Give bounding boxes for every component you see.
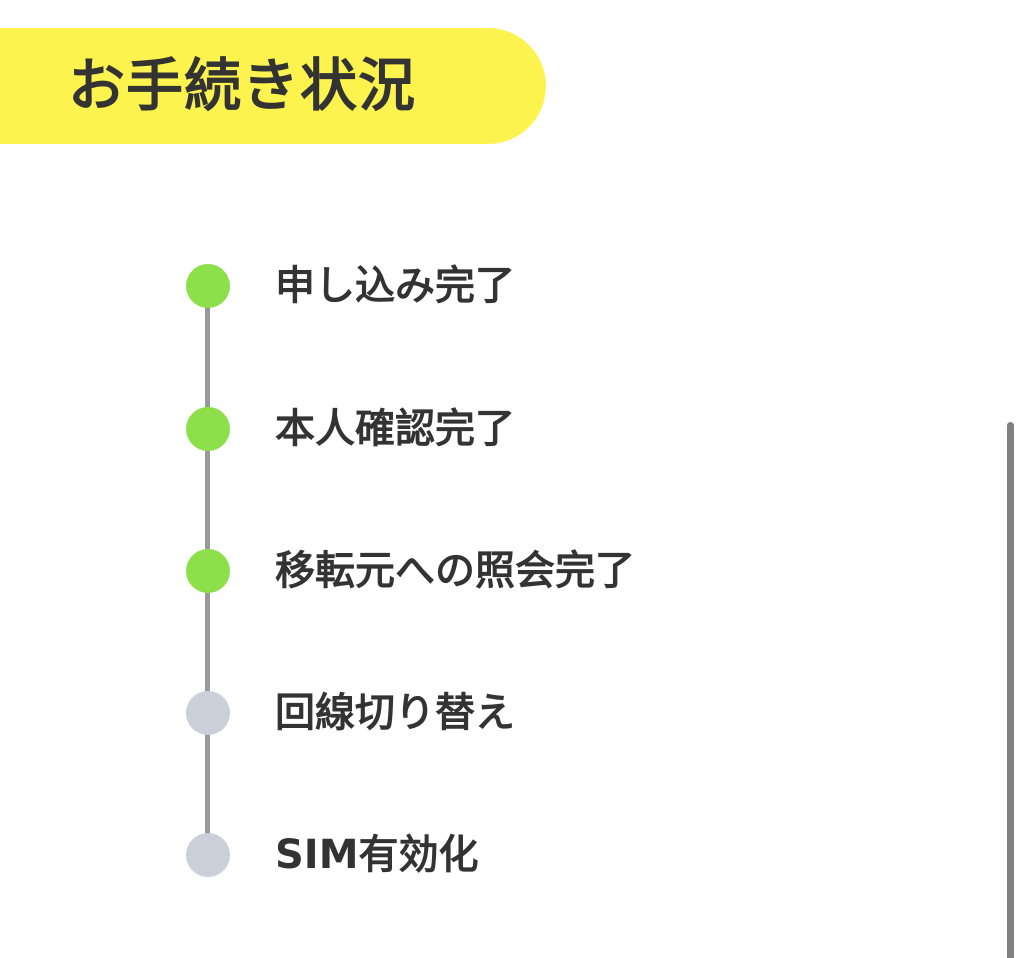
- pending-status-dot-icon: [186, 691, 230, 735]
- step-label: SIM有効化: [275, 832, 479, 878]
- complete-status-dot-icon: [186, 407, 230, 451]
- page-title: お手続き状況: [68, 53, 416, 119]
- step-label: 回線切り替え: [275, 690, 515, 736]
- complete-status-dot-icon: [186, 549, 230, 593]
- step-label: 本人確認完了: [275, 406, 515, 452]
- pending-status-dot-icon: [186, 833, 230, 877]
- step-label: 申し込み完了: [275, 263, 515, 309]
- vertical-scrollbar[interactable]: [1007, 422, 1014, 958]
- step-label: 移転元への照会完了: [275, 548, 635, 594]
- complete-status-dot-icon: [186, 264, 230, 308]
- page-title-banner: [0, 28, 546, 144]
